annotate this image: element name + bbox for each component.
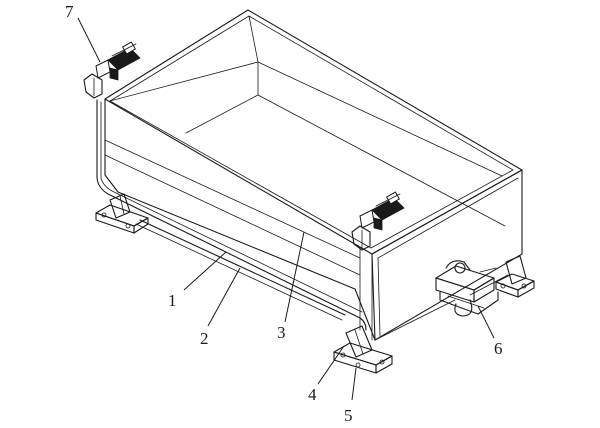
callout-5: 5 [344, 406, 353, 425]
callout-7: 7 [65, 2, 74, 21]
leader-3 [284, 231, 305, 323]
callout-4: 4 [308, 385, 317, 404]
callout-3: 3 [277, 323, 286, 342]
callout-2: 2 [200, 329, 209, 348]
hitch-coupling [435, 260, 499, 317]
foot-mount-right [495, 255, 535, 298]
foot-mount-left [95, 193, 149, 234]
leader-5 [351, 367, 357, 401]
leader-lines [77, 17, 495, 401]
foot-mount-front [333, 325, 393, 374]
latch-right [351, 191, 405, 251]
box-body [96, 9, 523, 341]
latch-left [83, 41, 141, 99]
leader-2 [207, 267, 241, 327]
leader-6 [477, 305, 495, 339]
leader-1 [183, 251, 227, 291]
callout-1: 1 [168, 291, 177, 310]
leader-7 [77, 17, 101, 63]
leader-4 [317, 345, 345, 385]
callout-6: 6 [494, 339, 503, 358]
callout-labels: 7 1 2 3 4 5 6 [65, 2, 503, 425]
